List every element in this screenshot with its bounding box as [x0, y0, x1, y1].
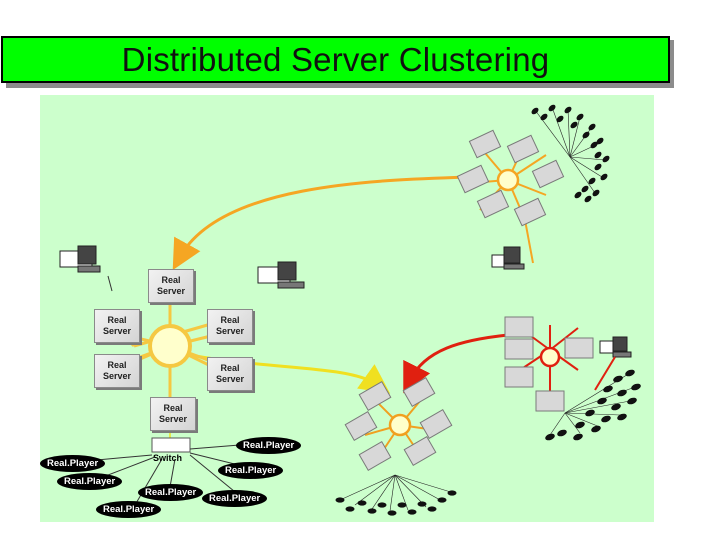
realplayer-client: Real.Player — [236, 437, 302, 454]
server-label-line1: Real — [107, 315, 127, 325]
real-server-upper-left: Real Server — [94, 309, 140, 343]
title-banner: Distributed Server Clustering — [1, 36, 670, 83]
real-server-lower-left: Real Server — [94, 354, 140, 388]
real-server-bottom: Real Server — [150, 397, 196, 431]
link-top-to-main — [172, 175, 471, 271]
workstation-top-right — [491, 246, 525, 270]
cluster-lower — [344, 377, 453, 471]
server-label-line1: Real — [220, 315, 240, 325]
cluster-diagram: Real Server Real Server Real Server Real… — [40, 95, 654, 522]
server-label-line1: Real — [161, 275, 181, 285]
realplayer-client: Real.Player — [202, 490, 268, 507]
player-fan-bottom — [335, 474, 457, 516]
switch-box — [151, 437, 191, 453]
player-fan-top-right — [531, 104, 610, 203]
realplayer-client: Real.Player — [138, 484, 204, 501]
workstation-left — [59, 245, 101, 273]
workstation-right — [599, 336, 632, 358]
real-server-lower-right: Real Server — [207, 357, 253, 391]
server-label-line1: Real — [220, 363, 240, 373]
realplayer-client: Real.Player — [40, 455, 106, 472]
server-label-line1: Real — [163, 403, 183, 413]
server-label-line2: Server — [215, 374, 245, 384]
server-label-line2: Server — [158, 414, 188, 424]
real-server-upper-right: Real Server — [207, 309, 253, 343]
server-label-line2: Server — [102, 371, 132, 381]
server-label-line2: Server — [215, 326, 245, 336]
workstation-mid — [257, 261, 305, 289]
realplayer-client: Real.Player — [57, 473, 123, 490]
server-label-line2: Server — [156, 286, 186, 296]
cluster-right — [504, 316, 594, 412]
real-server-top: Real Server — [148, 269, 194, 303]
realplayer-client: Real.Player — [218, 462, 284, 479]
cluster-top-right — [456, 129, 565, 227]
server-label-line2: Server — [102, 326, 132, 336]
server-label-line1: Real — [107, 360, 127, 370]
switch-label: Switch — [153, 453, 183, 463]
slide-title: Distributed Server Clustering — [121, 40, 550, 78]
diagram-canvas — [59, 104, 641, 516]
player-fan-right — [545, 369, 641, 441]
link-right-to-lower — [403, 333, 509, 394]
realplayer-client: Real.Player — [96, 501, 162, 518]
